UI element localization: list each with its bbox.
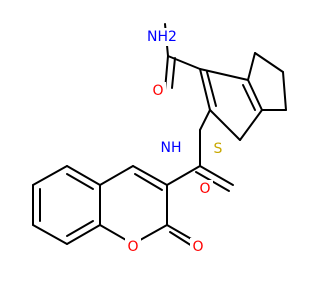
bond xyxy=(66,220,94,237)
label-background xyxy=(197,180,213,198)
bond xyxy=(166,165,201,186)
bond xyxy=(32,165,68,186)
lactone-o-label: O xyxy=(192,239,203,255)
bond xyxy=(199,109,211,131)
bond xyxy=(209,109,241,141)
bond xyxy=(167,55,201,70)
thiophene-s-label: S xyxy=(214,141,223,157)
bond xyxy=(66,173,94,190)
bond xyxy=(134,173,163,191)
amide-o-top-label: O xyxy=(152,83,163,99)
bond xyxy=(132,165,168,186)
label-background xyxy=(150,28,178,46)
bond xyxy=(171,57,176,89)
bond xyxy=(206,71,217,107)
molecule-structure: NH2 O NH S O O O xyxy=(32,23,287,256)
molecule-canvas: NH2 O NH S O O O xyxy=(32,23,287,256)
bond xyxy=(247,79,263,111)
atom-labels: NH2 O NH S O O O xyxy=(125,28,226,256)
bonds xyxy=(32,23,287,252)
bond xyxy=(247,52,256,81)
amide-nh2-label: NH2 xyxy=(147,29,177,45)
label-background xyxy=(210,140,226,158)
amide-nh-label: NH xyxy=(161,140,182,156)
bond xyxy=(199,68,249,81)
label-background xyxy=(125,238,141,256)
bond xyxy=(99,165,134,186)
label-background xyxy=(150,82,166,100)
bond xyxy=(282,71,287,111)
label-background xyxy=(158,139,184,157)
bond xyxy=(66,224,101,245)
ring-o-label: O xyxy=(127,239,138,255)
label-background xyxy=(190,238,206,256)
bond xyxy=(242,84,256,111)
bond xyxy=(254,52,284,73)
bond xyxy=(199,68,211,111)
amide-o-mid-label: O xyxy=(199,181,210,197)
bond xyxy=(239,109,263,141)
bond xyxy=(32,224,68,245)
bond xyxy=(66,165,101,186)
bond xyxy=(199,165,234,186)
